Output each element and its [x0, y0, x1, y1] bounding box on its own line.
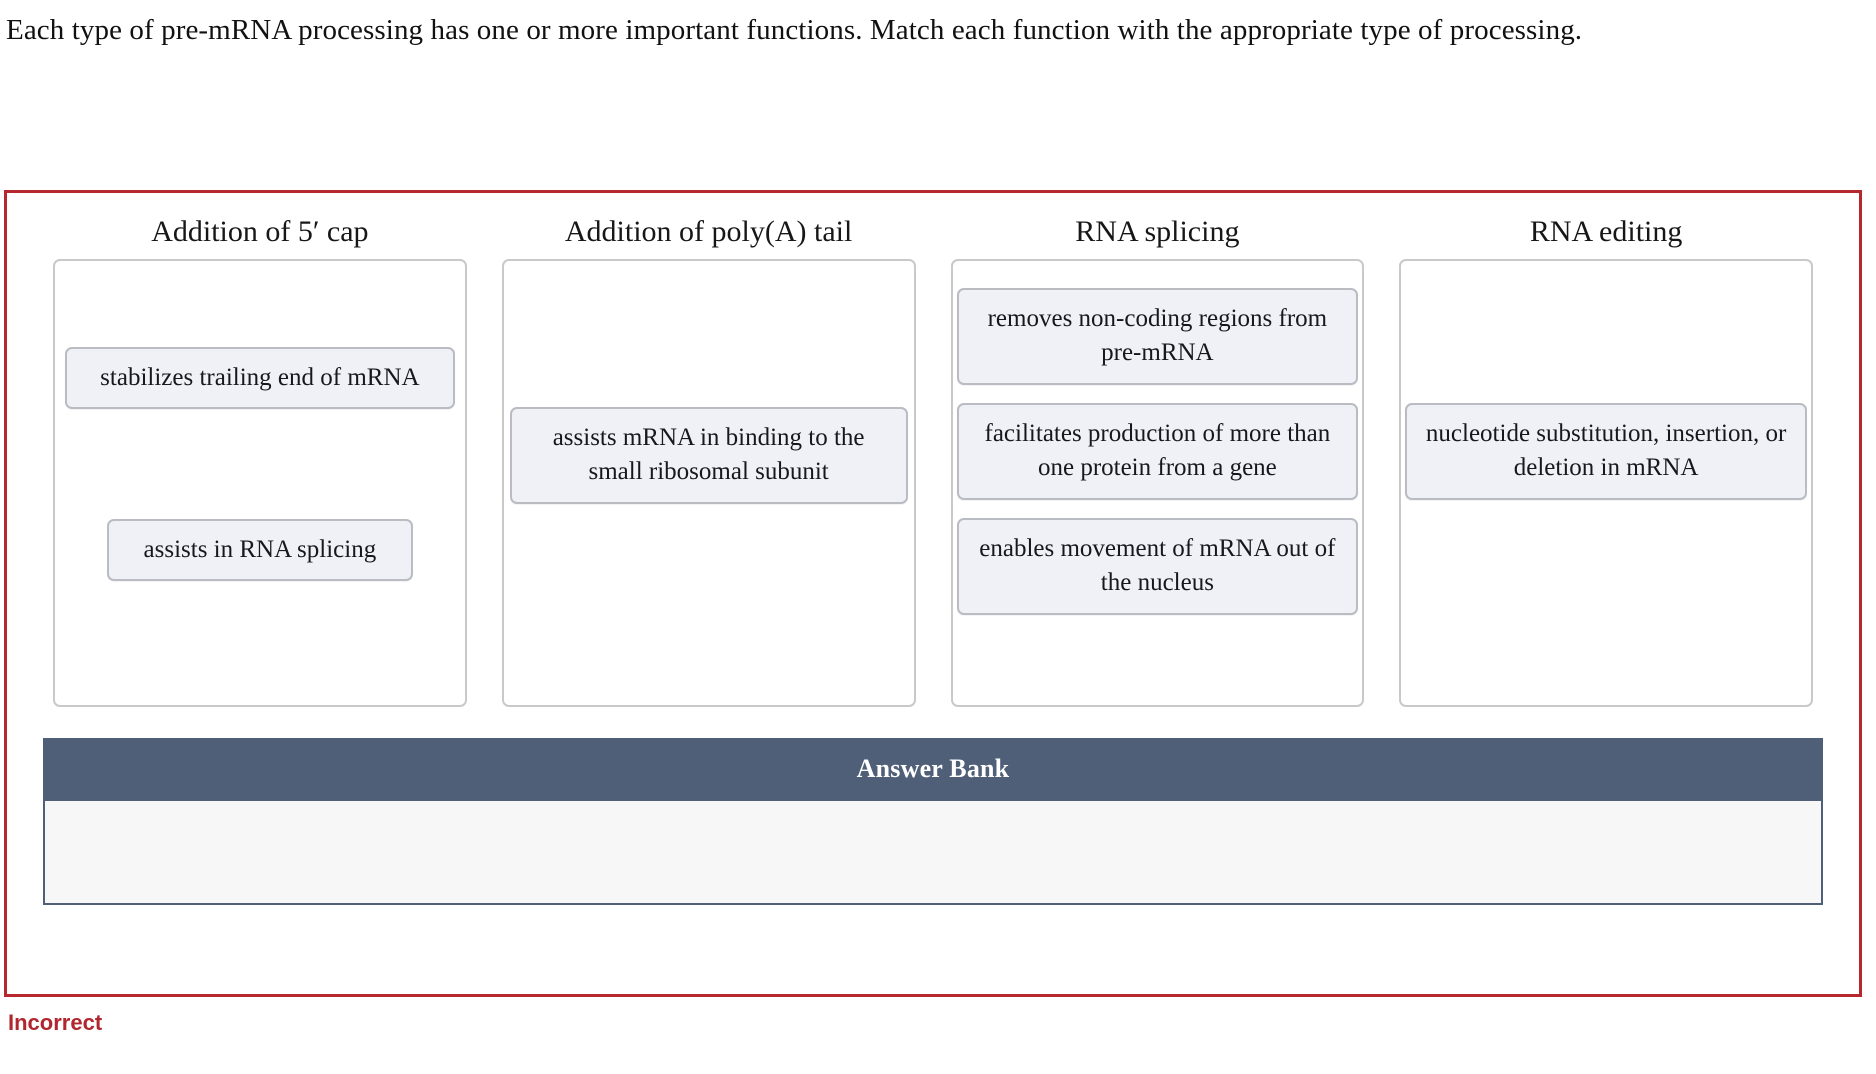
answer-bank-title: Answer Bank [43, 738, 1823, 801]
answer-tile[interactable]: assists in RNA splicing [107, 519, 413, 582]
question-prompt: Each type of pre-mRNA processing has one… [6, 14, 1583, 46]
answer-tile[interactable]: nucleotide substitution, insertion, or d… [1405, 403, 1807, 500]
category-column-rna-splicing: RNA splicing removes non-coding regions … [950, 215, 1365, 707]
answer-tile[interactable]: facilitates production of more than one … [956, 403, 1359, 500]
answer-tile[interactable]: assists mRNA in binding to the small rib… [509, 407, 908, 504]
status-badge: Incorrect [8, 1010, 103, 1035]
category-title: Addition of poly(A) tail [564, 215, 853, 248]
answer-tile[interactable]: stabilizes trailing end of mRNA [65, 347, 455, 410]
dropzone-addition-of-5-cap[interactable]: stabilizes trailing end of mRNA assists … [53, 259, 467, 707]
category-column-addition-of-poly-a-tail: Addition of poly(A) tail assists mRNA in… [501, 215, 916, 707]
dropzone-rna-editing[interactable]: nucleotide substitution, insertion, or d… [1399, 259, 1813, 707]
answer-bank-dropzone[interactable] [43, 801, 1823, 905]
answer-bank: Answer Bank [43, 738, 1823, 905]
category-column-addition-of-5-cap: Addition of 5′ cap stabilizes trailing e… [53, 215, 467, 707]
answer-tile[interactable]: enables movement of mRNA out of the nucl… [956, 518, 1359, 615]
category-title: RNA splicing [1075, 215, 1240, 248]
category-column-rna-editing: RNA editing nucleotide substitution, ins… [1399, 215, 1813, 707]
category-title: RNA editing [1529, 215, 1683, 248]
matching-question-frame: Addition of 5′ cap stabilizes trailing e… [4, 190, 1862, 997]
dropzone-rna-splicing[interactable]: removes non-coding regions from pre-mRNA… [950, 259, 1365, 707]
category-columns: Addition of 5′ cap stabilizes trailing e… [7, 193, 1859, 707]
answer-tile[interactable]: removes non-coding regions from pre-mRNA [956, 288, 1359, 385]
dropzone-addition-of-poly-a-tail[interactable]: assists mRNA in binding to the small rib… [501, 259, 916, 707]
category-title: Addition of 5′ cap [151, 215, 369, 248]
